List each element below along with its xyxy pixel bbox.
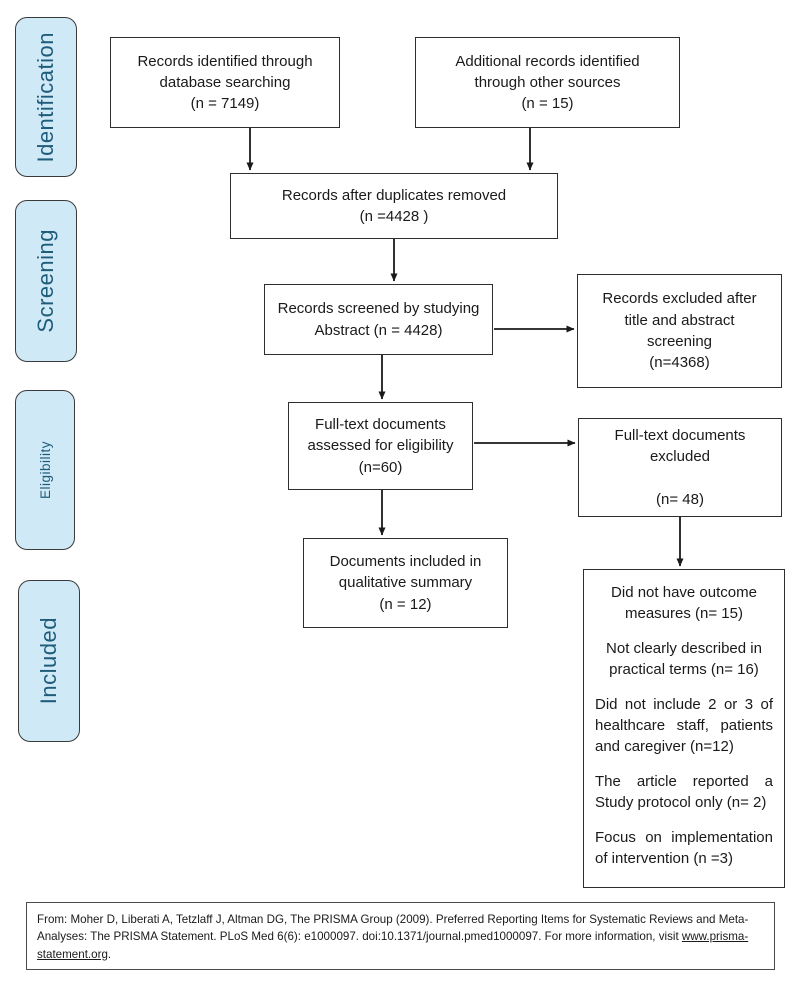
box-exclusion-reasons: Did not have outcome measures (n= 15) No… bbox=[583, 569, 785, 888]
stage-label-text: Eligibility bbox=[37, 440, 53, 500]
exclusion-reason: Did not include 2 or 3 of healthcare sta… bbox=[595, 696, 773, 755]
stage-label-text: Screening bbox=[33, 229, 58, 333]
citation-box: From: Moher D, Liberati A, Tetzlaff J, A… bbox=[26, 902, 775, 970]
stage-label-text: Included bbox=[36, 617, 61, 705]
box-records-identified: Records identified through database sear… bbox=[110, 37, 340, 128]
prisma-statement-link[interactable]: www.prisma-statement.org bbox=[37, 930, 749, 961]
stage-label-eligibility: Eligibility bbox=[15, 390, 75, 550]
citation-text: From: Moher D, Liberati A, Tetzlaff J, A… bbox=[37, 913, 749, 944]
exclusion-reason: The article reported a Study protocol on… bbox=[595, 773, 773, 811]
exclusion-reason: Focus on implementation of intervention … bbox=[595, 829, 773, 867]
box-duplicates-removed: Records after duplicates removed (n =442… bbox=[230, 173, 558, 239]
stage-label-included: Included bbox=[18, 580, 80, 742]
stage-label-screening: Screening bbox=[15, 200, 77, 362]
citation-suffix: . bbox=[107, 947, 112, 961]
box-additional-records: Additional records identified through ot… bbox=[415, 37, 680, 128]
box-fulltext-excluded: Full-text documents excluded (n= 48) bbox=[578, 418, 782, 517]
box-documents-included: Documents included in qualitative summar… bbox=[303, 538, 508, 628]
stage-label-text: Identification bbox=[33, 31, 58, 163]
box-fulltext-assessed: Full-text documents assessed for eligibi… bbox=[288, 402, 473, 490]
exclusion-reason: Did not have outcome measures (n= 15) bbox=[611, 584, 757, 622]
box-records-excluded-screening: Records excluded after title and abstrac… bbox=[577, 274, 782, 388]
stage-label-identification: Identification bbox=[15, 17, 77, 177]
box-records-screened: Records screened by studying Abstract (n… bbox=[264, 284, 493, 355]
exclusion-reason: Not clearly described in practical terms… bbox=[606, 640, 762, 678]
